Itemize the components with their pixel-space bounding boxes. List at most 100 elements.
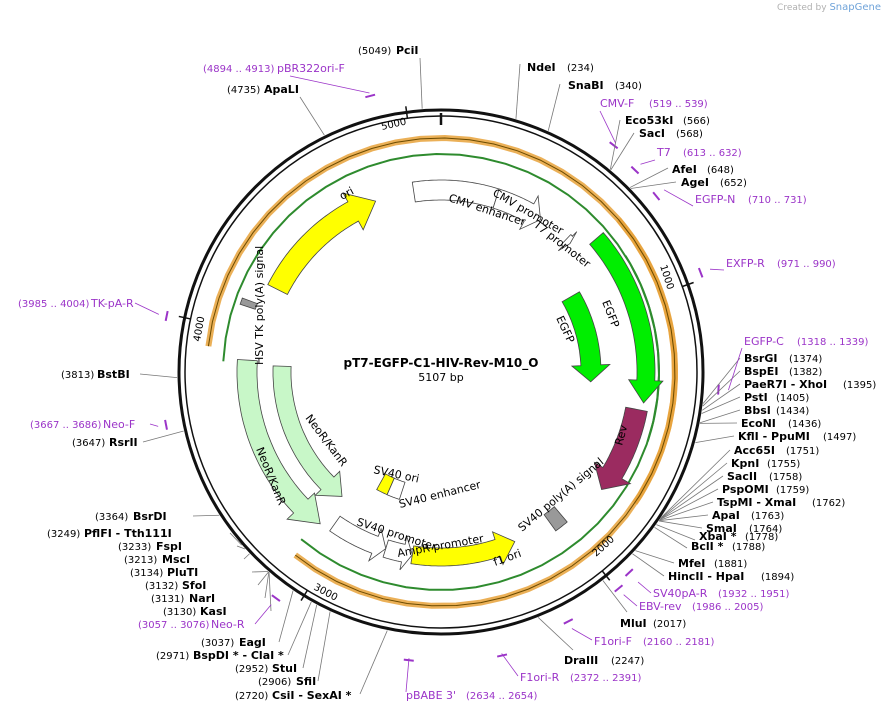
site-bsrgi: BsrGI [744,352,777,365]
site-pcii-pos: (5049) [358,46,391,57]
primer-ebv-rev-range: (1986 .. 2005) [692,602,764,613]
site-leader-27 [299,96,325,136]
tick-5000 [405,106,409,119]
site-leader-6 [702,357,741,404]
plasmid-name: pT7-EGFP-C1-HIV-Rev-M10_O [344,356,539,371]
site-bspei: BspEI [744,365,778,378]
site-sfoi: SfoI [182,579,206,592]
cmv-promoter-arrow [492,188,541,231]
primer-tk-pa-r: TK-pA-R [90,297,134,310]
site-mlui: MluI [620,617,647,630]
site-leader-14 [660,462,728,519]
site-psti: PstI [744,391,768,404]
site-sfoi-pos: (3132) [145,581,178,592]
left-site-labels: (5049) PciI (4735) ApaLI (3813) BstBI (3… [47,44,418,702]
site-bstbi-pos: (3813) [61,370,94,381]
site-nari-pos: (3131) [151,594,184,605]
site-leader-29 [142,430,184,443]
site-fspi-pos: (3233) [118,542,151,553]
feature-label-ori: ori [337,184,356,202]
site-hincii: HincII - HpaI [668,570,744,583]
site-leader-19 [658,520,703,529]
primer-cmv-f: CMV-F [600,97,634,110]
primer-leader-7 [623,594,638,607]
primer-leader-11 [254,604,272,625]
site-leader-9 [701,396,741,414]
site-bbsi: BbsI [744,404,771,417]
tick-3000 [300,589,308,601]
egfp-outer-arrow [589,232,664,404]
site-snabi-pos: (340) [615,81,642,92]
primer-sv40pa-r: SV40pA-R [653,587,708,600]
primer-sv40pa-r-range: (1932 .. 1951) [718,589,790,600]
sv40-ori-box [376,473,395,496]
site-kasi-pos: (3130) [163,607,196,618]
site-leader-37 [268,572,272,612]
primer-mark-4 [697,267,704,278]
site-kpni: KpnI [731,457,759,470]
primer-mark-8 [563,618,574,625]
site-apai-pos: (1763) [751,511,784,522]
site-pluti: PluTI [167,566,198,579]
site-pflfi: PflFI - Tth111I [84,527,172,540]
site-bsrdi-pos: (3364) [95,512,128,523]
neor-outer-arrow [236,359,321,525]
site-leader-1 [547,83,561,131]
primer-leader-3 [663,189,694,207]
site-tspmi-pos: (1762) [812,498,845,509]
primer-mark-6 [624,568,634,577]
primer-marks [164,93,720,662]
site-xbai-pos: (1778) [745,532,778,543]
site-leader-41 [317,611,331,682]
feature-label-egfp-outer: EGFP [599,298,622,330]
site-agei: AgeI [681,176,709,189]
snapgene-logo: SnapGene [829,2,881,13]
site-lines [134,57,743,695]
site-rsrii: RsrII [109,436,138,449]
primer-mark-0 [365,93,376,99]
primer-labels: (4894 .. 4913) pBR322ori-F CMV-F (519 ..… [18,62,869,702]
primer-mark-2 [630,165,640,175]
site-stui-pos: (2952) [235,664,268,675]
primer-leader-0 [289,75,370,94]
primer-egfp-n: EGFP-N [695,193,735,206]
site-eagi-pos: (3037) [201,638,234,649]
site-bcli: BclI * [691,540,724,553]
neor-inner-arrow [272,365,343,497]
site-xbai: XbaI * [699,530,737,543]
site-pspomi: PspOMI [722,483,769,496]
site-bstbi: BstBI [97,368,130,381]
site-leader-40 [302,604,318,669]
primer-neo-f: Neo-F [103,418,135,431]
site-leader-0 [515,63,521,119]
site-tspmi: TspMI - XmaI [717,496,796,509]
site-draiii: DraIII [564,654,598,667]
site-pcii: PciI [396,44,418,57]
site-agei-pos: (652) [720,178,747,189]
site-econi-pos: (1436) [788,419,821,430]
site-bbsi-pos: (1434) [776,406,809,417]
tick-label-5000: 5000 [380,116,407,132]
site-bcli-pos: (1788) [732,542,765,553]
feature-label-hsv-tk-polya: HSV TK poly(A) signal [253,246,266,365]
primer-ebv-rev: EBV-rev [639,600,682,613]
site-apali: ApaLI [264,83,299,96]
site-leader-23 [632,553,665,577]
site-bspdi-pos: (2971) [156,651,189,662]
site-eco53ki-pos: (566) [683,116,710,127]
site-apai: ApaI [712,509,740,522]
sv40-promoter-arrow [329,515,387,562]
primer-f1ori-f-range: (2160 .. 2181) [643,637,715,648]
site-leader-13 [661,449,731,518]
site-econi: EcoNI [741,417,776,430]
site-csii: CsiI - SexAI * [272,689,352,702]
primer-tk-pa-r-range: (3985 .. 4004) [18,299,90,310]
site-leader-34 [251,571,269,573]
site-leader-33 [243,553,250,560]
ampr-promoter-arrow [382,536,413,571]
hsv-tk-polya-box [239,297,258,310]
tick-2000 [601,570,611,581]
right-site-labels: NdeI (234) SnaBI (340) Eco53kI (566) Sac… [527,61,876,667]
site-sacii-pos: (1758) [769,472,802,483]
